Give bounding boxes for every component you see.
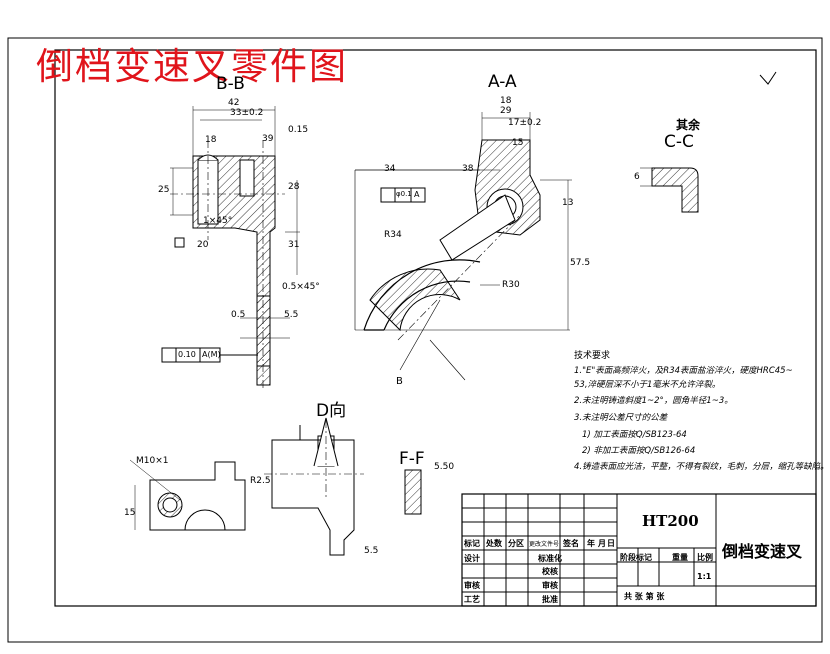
cut-label-b: B (396, 376, 403, 387)
dim-39: 39 (262, 134, 274, 144)
rev-header: 标记 (464, 539, 480, 548)
tech-req-line: 1) 加工表面按Q/SB123-64 (582, 430, 687, 440)
stage-header: 阶段标记 (620, 553, 652, 562)
tech-req-line: 2) 非加工表面按Q/SB126-64 (582, 446, 696, 456)
tech-req-line: 3.未注明公差尺寸的公差 (574, 413, 668, 423)
material-label: HT200 (642, 512, 699, 530)
row-standard: 标准化 (538, 554, 562, 563)
dim-55a: 5.5 (284, 310, 299, 320)
dim-18b: 18 (500, 96, 512, 106)
tech-req-line: 1."E"表面高频淬火，及R34表面盐浴淬火，硬度HRC45~ (574, 366, 793, 376)
tech-req-line: 4.铸造表面应光洁，平整，不得有裂纹，毛刺，分层，缩孔等缺陷。 (574, 462, 829, 472)
dim-r34: R34 (384, 230, 402, 240)
rev-header: 日 (607, 539, 615, 548)
dim-13: 13 (562, 198, 574, 208)
sheet-footer: 共 张 第 张 (624, 592, 665, 601)
row-approve: 批准 (542, 595, 558, 604)
title-block-frame (461, 493, 817, 607)
dim-r30: R30 (502, 280, 520, 290)
view-label-ff: F-F (399, 449, 425, 469)
inner-border (54, 49, 817, 607)
view-d-geometry (264, 417, 364, 556)
perpendicularity-frame (161, 347, 258, 363)
row-design: 设计 (464, 554, 480, 563)
dim-20: 20 (197, 240, 209, 250)
section-aa-geometry (354, 112, 572, 381)
dim-25: 25 (158, 185, 170, 195)
rev-header: 年 (587, 539, 595, 548)
section-ff-geometry (404, 469, 422, 515)
section-bb-geometry (170, 106, 300, 390)
tech-req-line: 53,淬硬层深不小于1毫米不允许淬裂。 (574, 380, 721, 390)
pos-datum: A (414, 190, 420, 199)
position-frame (380, 187, 426, 203)
row-process: 工艺 (464, 595, 480, 604)
tech-req-line: 2.未注明铸造斜度1~2°，圆角半径1~3。 (574, 396, 733, 406)
section-cc-geometry (640, 167, 699, 213)
row-review: 审核 (542, 581, 558, 590)
detail-view-geometry (129, 459, 246, 531)
view-label-aa: A-A (488, 72, 517, 92)
dim-1x45: 1×45° (203, 216, 233, 226)
tech-req-heading: 技术要求 (574, 351, 611, 361)
perp-datum: A(M) (202, 350, 221, 359)
view-label-d: D向 (316, 401, 347, 421)
view-label-cc: C-C (664, 132, 694, 152)
rev-header: 更改文件号 (529, 541, 560, 548)
dim-575: 57.5 (570, 258, 591, 268)
rev-header: 分区 (508, 539, 524, 548)
dim-29: 29 (500, 106, 512, 116)
dim-31: 31 (288, 240, 300, 250)
dim-33: 33±0.2 (230, 108, 264, 118)
stage-header: 比例 (697, 553, 713, 562)
dim-18a: 18 (205, 135, 217, 145)
rev-header: 月 (598, 539, 606, 548)
stage-header: 重量 (672, 553, 688, 562)
dim-m10: M10×1 (136, 456, 169, 466)
row-draw: 校核 (542, 567, 558, 576)
dim-34: 34 (384, 164, 396, 174)
perp-value: 0.10 (178, 350, 196, 359)
pos-value: φ0.1 (396, 190, 412, 198)
dim-550: 5.50 (434, 462, 455, 472)
dim-05a: 0.5 (231, 310, 246, 320)
view-label-bb: B-B (216, 74, 245, 94)
dim-15b: 15 (124, 508, 136, 518)
rev-header: 签名 (563, 539, 579, 548)
surface-rest-label: 其余 (676, 118, 701, 132)
dim-38: 38 (462, 164, 474, 174)
dim-15: 15 (512, 138, 524, 148)
dim-55b: 5.5 (364, 546, 379, 556)
dim-6: 6 (634, 172, 640, 182)
surface-finish-icon (759, 71, 777, 85)
dim-17: 17±0.2 (508, 118, 542, 128)
rev-header: 处数 (486, 539, 502, 548)
dim-42: 42 (228, 98, 240, 108)
row-check: 审核 (464, 581, 480, 590)
dim-r25: R2.5 (250, 476, 271, 486)
scale-value: 1:1 (697, 572, 712, 581)
part-name: 倒档变速叉 (722, 542, 803, 561)
outer-border (7, 37, 823, 643)
dim-015: 0.15 (288, 125, 309, 135)
drawing-title: 倒档变速叉零件图 (36, 45, 348, 88)
dim-28: 28 (288, 182, 300, 192)
dim-05x45: 0.5×45° (282, 282, 320, 292)
